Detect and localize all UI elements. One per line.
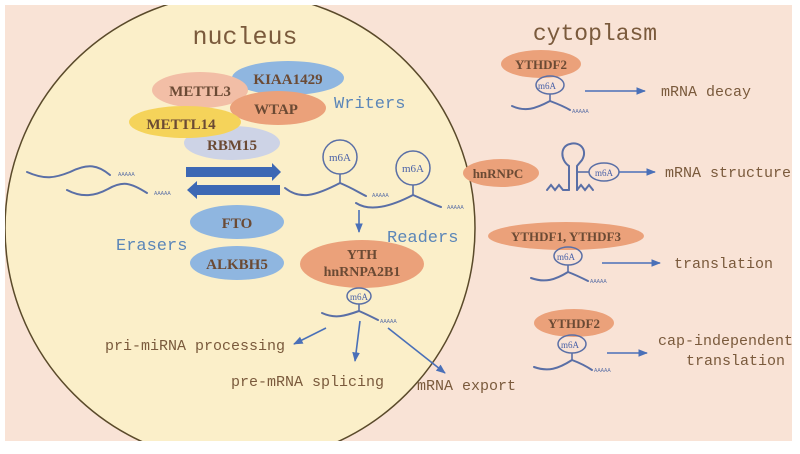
svg-text:AAAAA: AAAAA: [447, 205, 464, 211]
protein-ythdf2-2: YTHDF2: [548, 316, 600, 331]
protein-ythdf2: YTHDF2: [515, 57, 567, 72]
reader-hnrnpa2b1: hnRNPA2B1: [324, 265, 401, 280]
writer-wtap: WTAP: [254, 102, 298, 118]
demethylation-arrow: [187, 181, 280, 199]
outcome-translation: translation: [674, 256, 773, 273]
svg-text:AAAAA: AAAAA: [154, 191, 171, 197]
outcome-mrna-export: mRNA export: [417, 378, 516, 395]
ythdf2-ellipse: [501, 50, 581, 78]
svg-text:AAAAA: AAAAA: [118, 172, 135, 178]
ythdf2-ellipse-2: [534, 309, 614, 337]
nuclear-reader-rna: m6A AAAAA: [321, 287, 397, 325]
svg-text:m6A: m6A: [561, 340, 580, 350]
unmodified-rna: AAAAA AAAAA: [26, 165, 171, 197]
protein-hnrnpc: hnRNPC: [473, 166, 524, 181]
wtap-ellipse: [230, 91, 326, 125]
methylation-arrows: [186, 163, 281, 199]
erasers-group: FTO ALKBH5: [190, 205, 284, 280]
outcome-mrna-decay: mRNA decay: [661, 84, 751, 101]
svg-text:m6A: m6A: [557, 252, 576, 262]
writer-kiaa1429: KIAA1429: [253, 72, 322, 88]
kiaa1429-ellipse: [232, 61, 344, 95]
svg-text:AAAAA: AAAAA: [372, 193, 389, 199]
arrow-to-splicing: [352, 320, 361, 362]
cytoplasm-pathway-translation: YTHDF1, YTHDF3 m6A AAAAA translation: [488, 222, 773, 285]
methylation-arrow: [186, 163, 281, 181]
writer-mettl14: METTL14: [146, 117, 216, 133]
protein-ythdf1-ythdf3: YTHDF1, YTHDF3: [511, 229, 622, 244]
svg-text:m6A: m6A: [329, 152, 351, 164]
cytoplasm-pathway-structure: hnRNPC m6A mRNA structure: [463, 142, 791, 192]
svg-text:m6A: m6A: [402, 163, 424, 175]
outcome-cap-independent-translation: translation: [686, 353, 785, 370]
erasers-label: Erasers: [116, 237, 187, 256]
hnrnpc-ellipse: [463, 159, 539, 187]
alkbh5-ellipse: [190, 246, 284, 280]
writers-label: Writers: [334, 95, 405, 114]
cytoplasm-pathway-decay: YTHDF2 m6A AAAAA mRNA decay: [501, 50, 751, 115]
fto-ellipse: [190, 205, 284, 239]
svg-text:AAAAA: AAAAA: [590, 279, 607, 285]
outcome-pri-mirna-processing: pri-miRNA processing: [105, 338, 285, 355]
readers-label: Readers: [387, 229, 458, 248]
outcome-pre-mrna-splicing: pre-mRNA splicing: [231, 374, 384, 391]
arrow-to-pri-mirna: [293, 327, 327, 345]
mettl14-ellipse: [129, 106, 241, 138]
ythdf1-ythdf3-ellipse: [488, 222, 644, 250]
cytoplasm-title: cytoplasm: [533, 21, 657, 47]
methylated-rna: m6A AAAAA m6A AAAAA: [284, 139, 464, 211]
writer-mettl3: METTL3: [169, 84, 231, 100]
writer-rbm15: RBM15: [207, 138, 257, 154]
svg-text:AAAAA: AAAAA: [572, 109, 589, 115]
writers-complex: KIAA1429 METTL3 WTAP METTL14 RBM15: [129, 61, 344, 160]
yth-hnrnpa2b1-ellipse: [300, 240, 424, 288]
svg-text:m6A: m6A: [350, 292, 369, 302]
nuclear-readers: YTH hnRNPA2B1: [300, 240, 424, 288]
reader-yth: YTH: [347, 248, 377, 263]
svg-text:AAAAA: AAAAA: [594, 368, 611, 374]
arrow-to-export: [387, 327, 446, 374]
outcome-cap-independent: cap-independent: [658, 333, 793, 350]
eraser-alkbh5: ALKBH5: [206, 257, 268, 273]
svg-text:m6A: m6A: [538, 81, 557, 91]
outcome-mrna-structure: mRNA structure: [665, 165, 791, 182]
eraser-fto: FTO: [222, 216, 253, 232]
mettl3-ellipse: [152, 72, 248, 108]
svg-text:AAAAA: AAAAA: [380, 319, 397, 325]
cytoplasm-pathway-cap-independent: YTHDF2 m6A AAAAA cap-independent transla…: [533, 309, 793, 374]
svg-text:m6A: m6A: [595, 168, 614, 178]
nucleus-title: nucleus: [192, 23, 297, 52]
